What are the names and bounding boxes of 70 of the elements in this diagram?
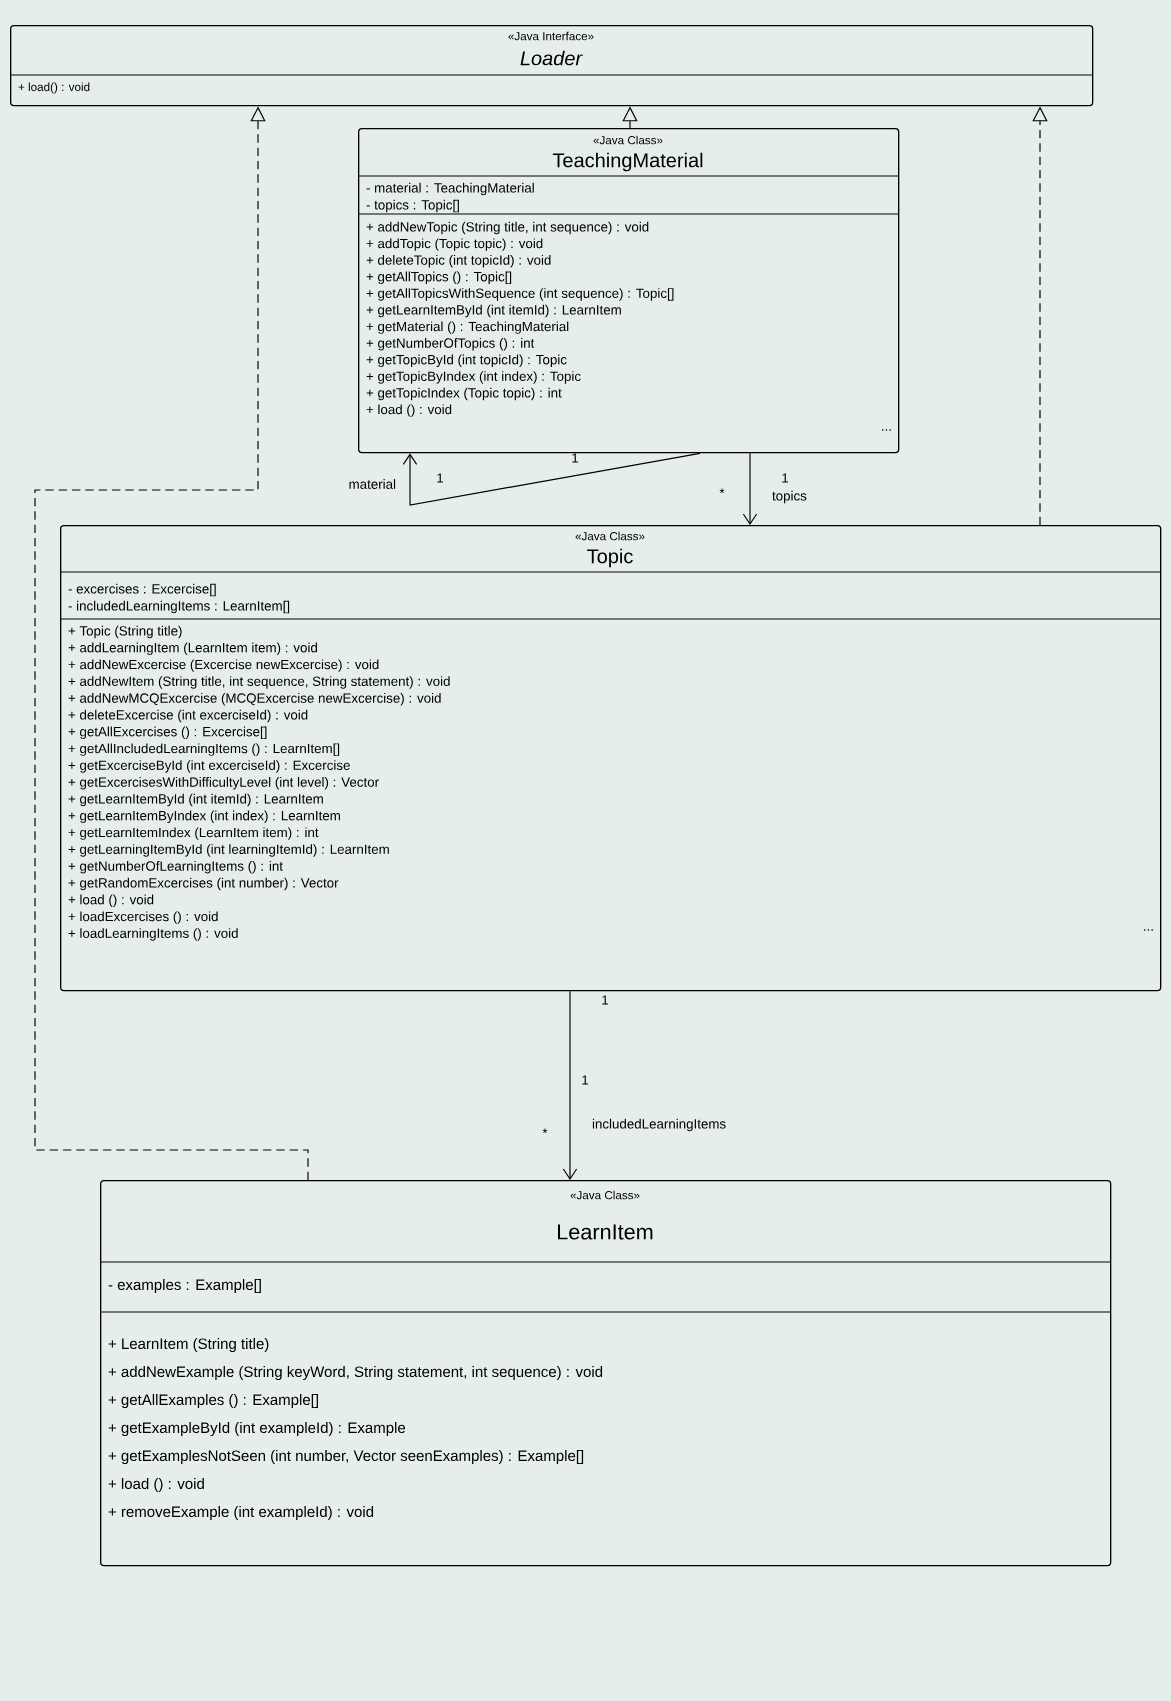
method-text: + loadLearningItems () : void (68, 928, 238, 941)
method-text: + Topic (String title) (68, 625, 182, 639)
stereotype-text: «Java Class» (575, 531, 645, 541)
edge-label: topics (770, 489, 809, 505)
method-text: + getRandomExcercises (int number) : Vector (68, 877, 339, 891)
method-text: + getExcercisesWithDifficultyLevel (int level) : Vector (68, 777, 379, 790)
method-text: + getAllIncludedLearningItems () : LearnItem[] (68, 743, 340, 756)
method-text: + addNewMCQExcercise (MCQExcercise newExcercise) : void (68, 693, 441, 706)
class-box (9, 25, 1094, 107)
method-text: + deleteExcercise (int excerciseId) : void (68, 709, 308, 723)
method-text: + getAllExcercises () : Excercise[] (68, 726, 267, 740)
association-arrow (562, 990, 578, 1180)
method-text: + getLearningItemById (int learningItemId) : LearnItem (68, 844, 389, 857)
method-text: + getLearnItemByIndex (int index) : LearnItem (68, 810, 340, 824)
stereotype-text: «Java Interface» (508, 31, 594, 41)
method-text: + LearnItem (String title) (108, 1338, 269, 1352)
ellipsis-text: ... (882, 429, 891, 431)
method-text: + getNumberOfLearningItems () : int (68, 861, 283, 874)
method-text: + getTopicIndex (Topic topic) : int (366, 387, 562, 401)
attribute-text: - material : TeachingMaterial (366, 182, 534, 196)
method-text: + getAllTopicsWithSequence (int sequence) : Topic[] (366, 288, 674, 301)
multiplicity-label: * (542, 1128, 548, 1134)
stereotype-text: «Java Class» (570, 1190, 640, 1200)
method-text: + getLearnItemById (int itemId) : LearnItem (366, 304, 621, 318)
edge-label: includedLearningItems (590, 1117, 728, 1133)
method-text: + getLearnItemById (int itemId) : LearnItem (68, 793, 323, 807)
method-text: + getMaterial () : TeachingMaterial (366, 321, 569, 334)
attribute-text: - topics : Topic[] (366, 199, 459, 213)
edge-label: material (346, 477, 398, 491)
method-text: + getTopicByIndex (int index) : Topic (366, 371, 581, 384)
method-text: + load () : void (366, 404, 452, 417)
multiplicity-label: * (719, 488, 725, 494)
class-box (99, 1180, 1112, 1567)
attribute-text: - examples : Example[] (108, 1279, 261, 1293)
method-text: + getAllTopics () : Topic[] (366, 271, 512, 285)
class-name: Topic (587, 548, 633, 568)
method-text: + getExamplesNotSeen (int number, Vector seenExamples) : Example[] (108, 1450, 584, 1464)
association-arrow (742, 452, 758, 525)
multiplicity-label: 1 (582, 1075, 589, 1085)
method-text: + load() : void (18, 82, 90, 94)
multiplicity-label: 1 (782, 473, 789, 483)
method-text: + getTopicById (int topicId) : Topic (366, 354, 567, 368)
method-text: + getLearnItemIndex (LearnItem item) : int (68, 827, 319, 840)
ellipsis-text: ... (1144, 929, 1153, 931)
method-text: + getExcerciseById (int excerciseId) : Excercise (68, 760, 350, 773)
multiplicity-label: 1 (572, 453, 579, 463)
association-arrow (402, 452, 701, 506)
method-text: + load () : void (68, 894, 154, 908)
method-text: + deleteTopic (int topicId) : void (366, 255, 551, 268)
method-text: + addLearningItem (LearnItem item) : void (68, 642, 317, 656)
multiplicity-label: 1 (437, 473, 444, 483)
class-box (59, 525, 1162, 992)
class-box (357, 128, 900, 454)
method-text: + load () : void (108, 1478, 204, 1492)
method-text: + getAllExamples () : Example[] (108, 1394, 318, 1408)
stereotype-text: «Java Class» (593, 135, 663, 145)
method-text: + addNewItem (String title, int sequence, String statement) : void (68, 676, 450, 689)
method-text: + addTopic (Topic topic) : void (366, 238, 543, 251)
method-text: + getNumberOfTopics () : int (366, 338, 535, 351)
method-text: + addNewTopic (String title, int sequence) : void (366, 221, 649, 235)
attribute-text: - includedLearningItems : LearnItem[] (68, 600, 290, 614)
method-text: + addNewExcercise (Excercise newExcercise) : void (68, 659, 379, 672)
class-name: LearnItem (558, 1224, 653, 1240)
method-text: + loadExcercises () : void (68, 911, 218, 924)
method-text: + removeExample (int exampleId) : void (108, 1506, 374, 1520)
method-text: + getExampleById (int exampleId) : Example (108, 1422, 406, 1436)
class-name: TeachingMaterial (552, 152, 703, 172)
attribute-text: - excercises : Excercise[] (68, 583, 216, 597)
method-text: + addNewExample (String keyWord, String statement, int sequence) : void (108, 1366, 603, 1380)
class-name: Loader (520, 50, 583, 66)
